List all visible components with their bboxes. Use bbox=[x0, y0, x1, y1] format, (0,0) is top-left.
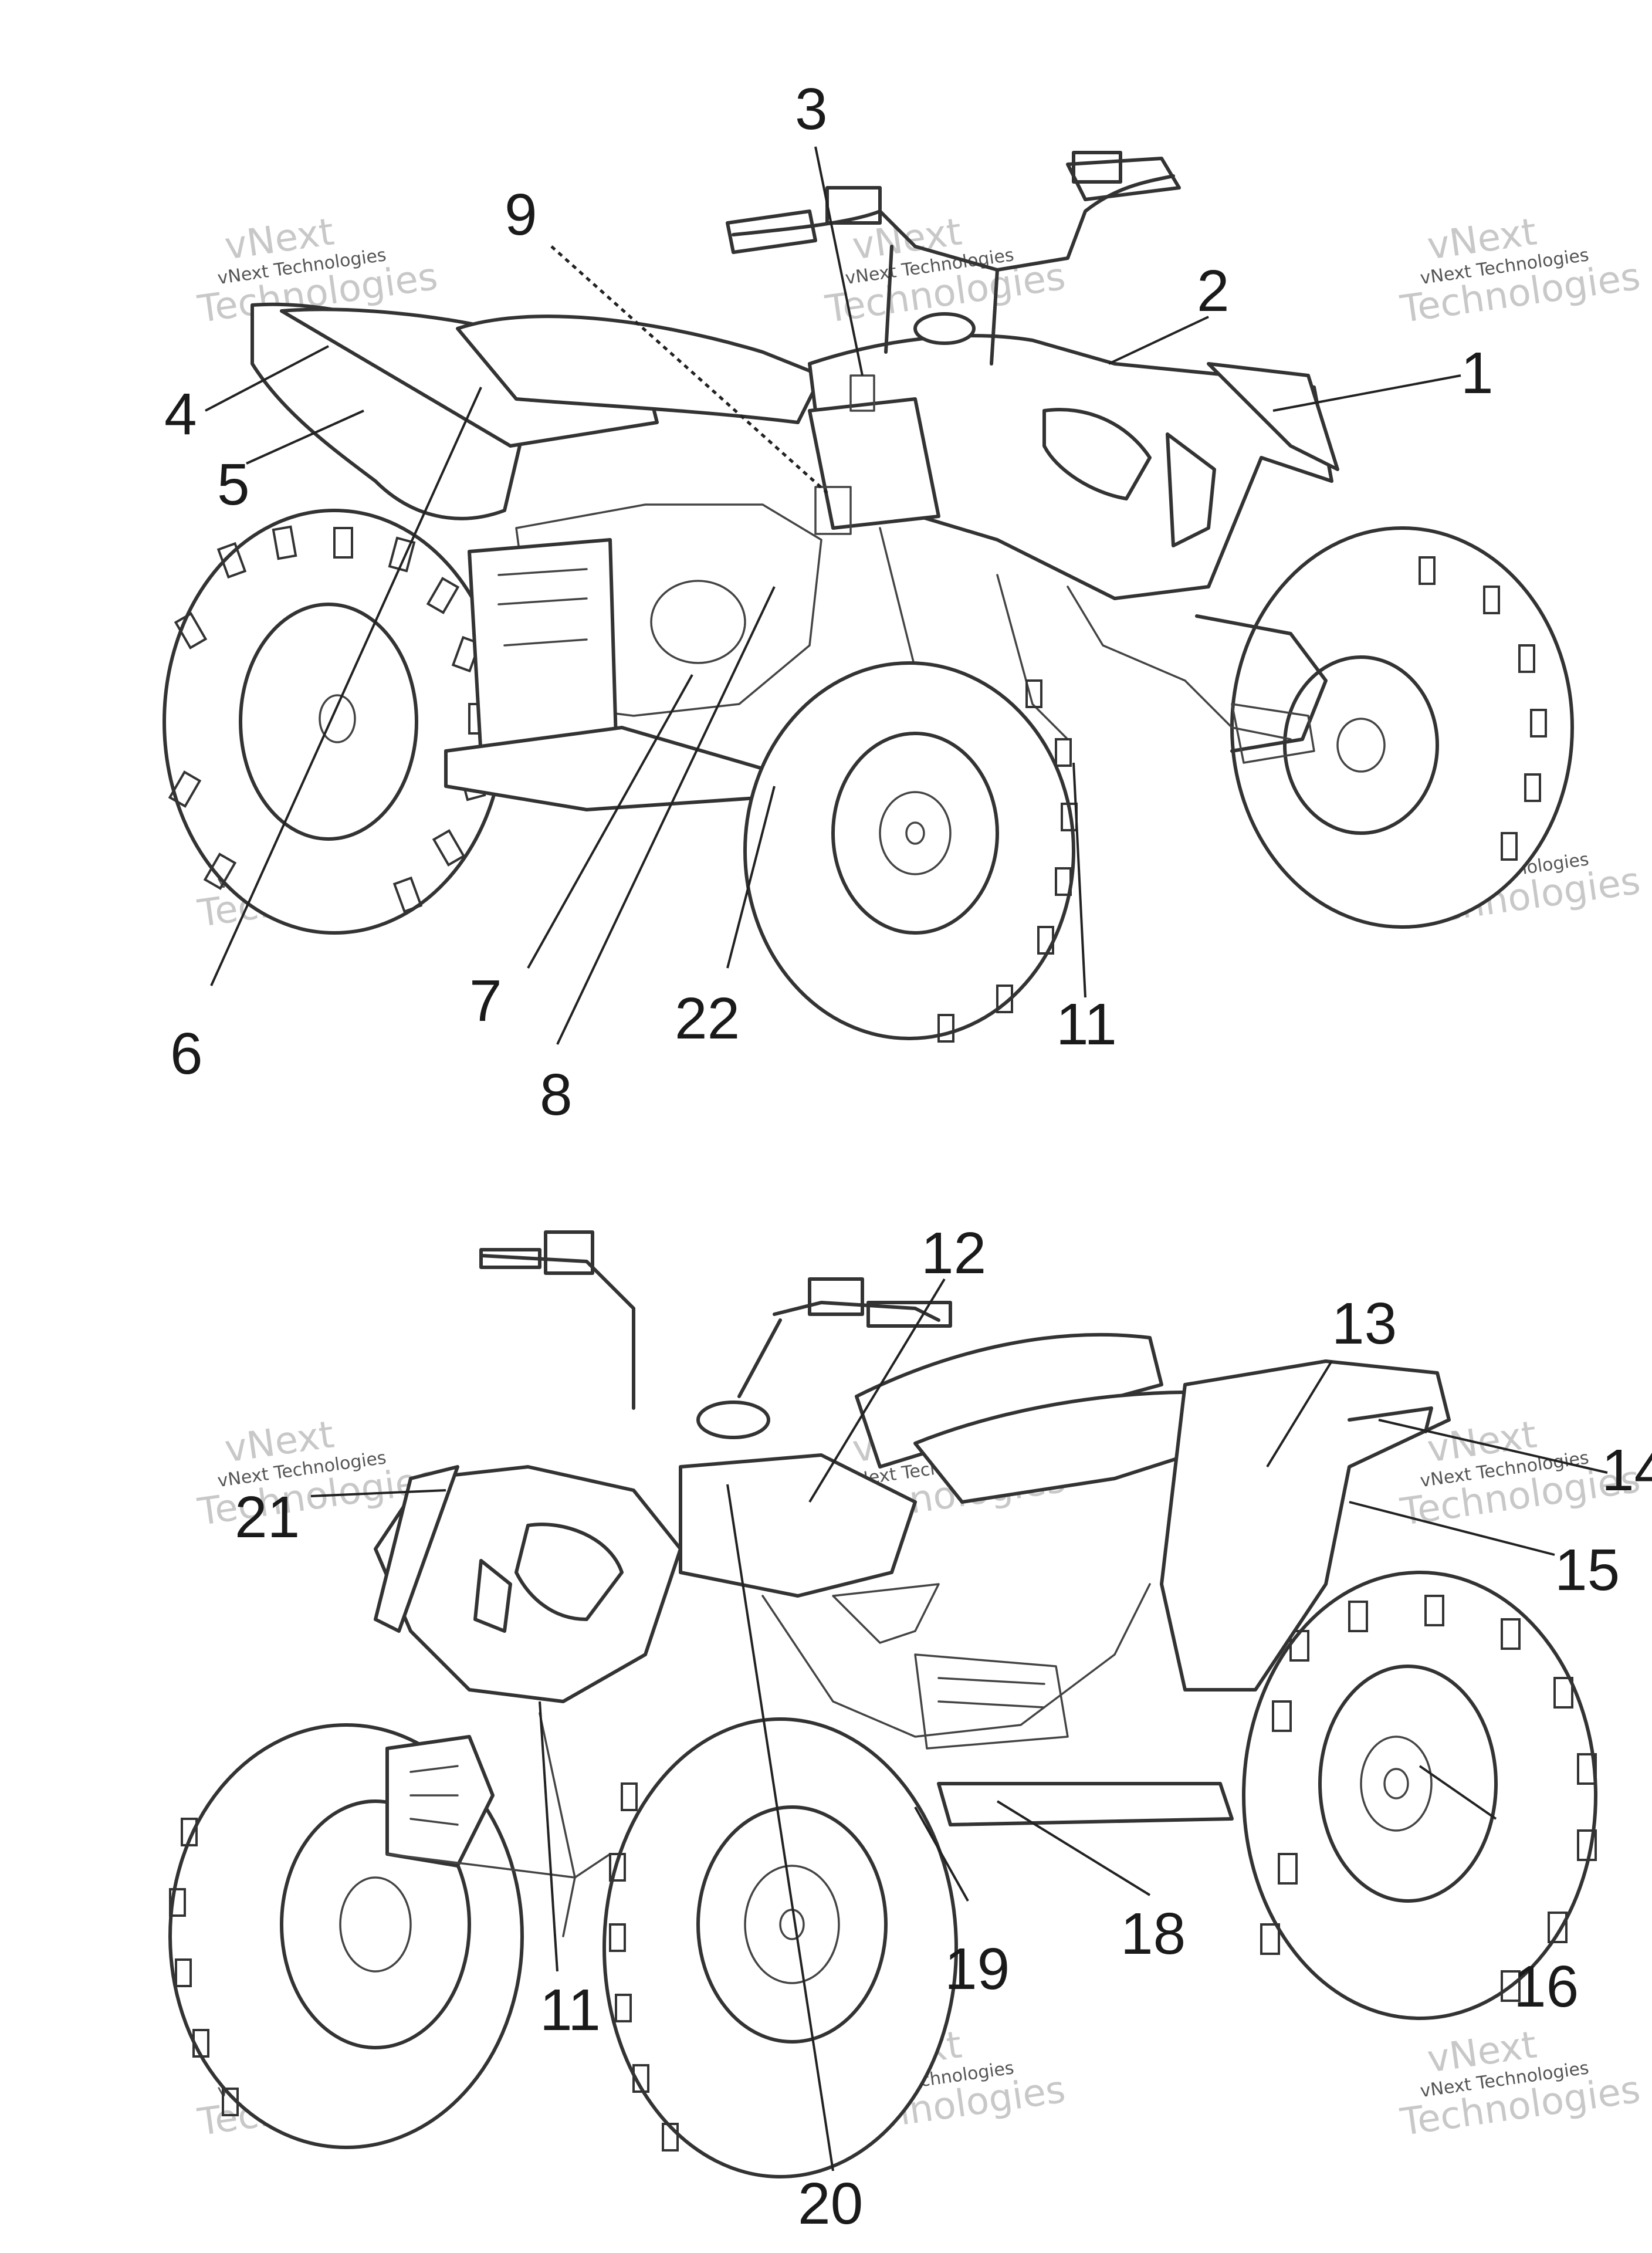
callout-20: 20 bbox=[798, 2171, 863, 2237]
callout-12: 12 bbox=[921, 1220, 986, 1286]
body-top bbox=[250, 151, 1339, 811]
callout-19: 19 bbox=[945, 1936, 1010, 2002]
body-bottom bbox=[374, 1230, 1451, 1937]
watermark: vNext vNext Technologies Technologies bbox=[822, 210, 1068, 331]
decal-9 bbox=[814, 486, 852, 535]
callout-1: 1 bbox=[1461, 340, 1494, 406]
callout-21: 21 bbox=[235, 1484, 300, 1550]
callout-8: 8 bbox=[540, 1062, 573, 1128]
leader-lines bbox=[205, 146, 1608, 2171]
watermark: vNext vNext Technologies Technologies bbox=[1397, 2023, 1643, 2144]
callout-9: 9 bbox=[505, 182, 537, 248]
atv-bottom-view bbox=[168, 1230, 1597, 2178]
callout-7: 7 bbox=[469, 968, 502, 1034]
watermark: vNext vNext Technologies Technologies bbox=[1397, 210, 1643, 331]
callouts-top: 1 2 3 4 5 6 7 8 9 11 22 bbox=[164, 76, 1494, 1128]
callouts-bottom: 11 12 13 14 15 16 18 19 20 21 bbox=[235, 1220, 1652, 2237]
callout-6: 6 bbox=[170, 1021, 203, 1087]
callout-14: 14 bbox=[1602, 1437, 1652, 1503]
front-near-wheel-bottom bbox=[602, 1717, 958, 2178]
callout-13: 13 bbox=[1332, 1291, 1397, 1356]
rear-wheel-bottom bbox=[1242, 1571, 1597, 2020]
callout-5: 5 bbox=[217, 452, 250, 517]
callout-11-bottom: 11 bbox=[540, 1977, 601, 2043]
callout-2: 2 bbox=[1197, 258, 1230, 324]
callout-22: 22 bbox=[675, 986, 740, 1051]
callout-11-top: 11 bbox=[1056, 992, 1117, 1057]
callout-18: 18 bbox=[1120, 1901, 1186, 1967]
atv-top-view bbox=[163, 151, 1574, 1043]
front-right-wheel-top bbox=[1230, 526, 1574, 929]
callout-3: 3 bbox=[795, 76, 828, 142]
callout-15: 15 bbox=[1555, 1537, 1620, 1603]
front-left-wheel-top bbox=[743, 661, 1078, 1043]
callout-4: 4 bbox=[164, 381, 197, 447]
rear-wheel-top bbox=[163, 509, 506, 935]
callout-16: 16 bbox=[1514, 1954, 1579, 2019]
